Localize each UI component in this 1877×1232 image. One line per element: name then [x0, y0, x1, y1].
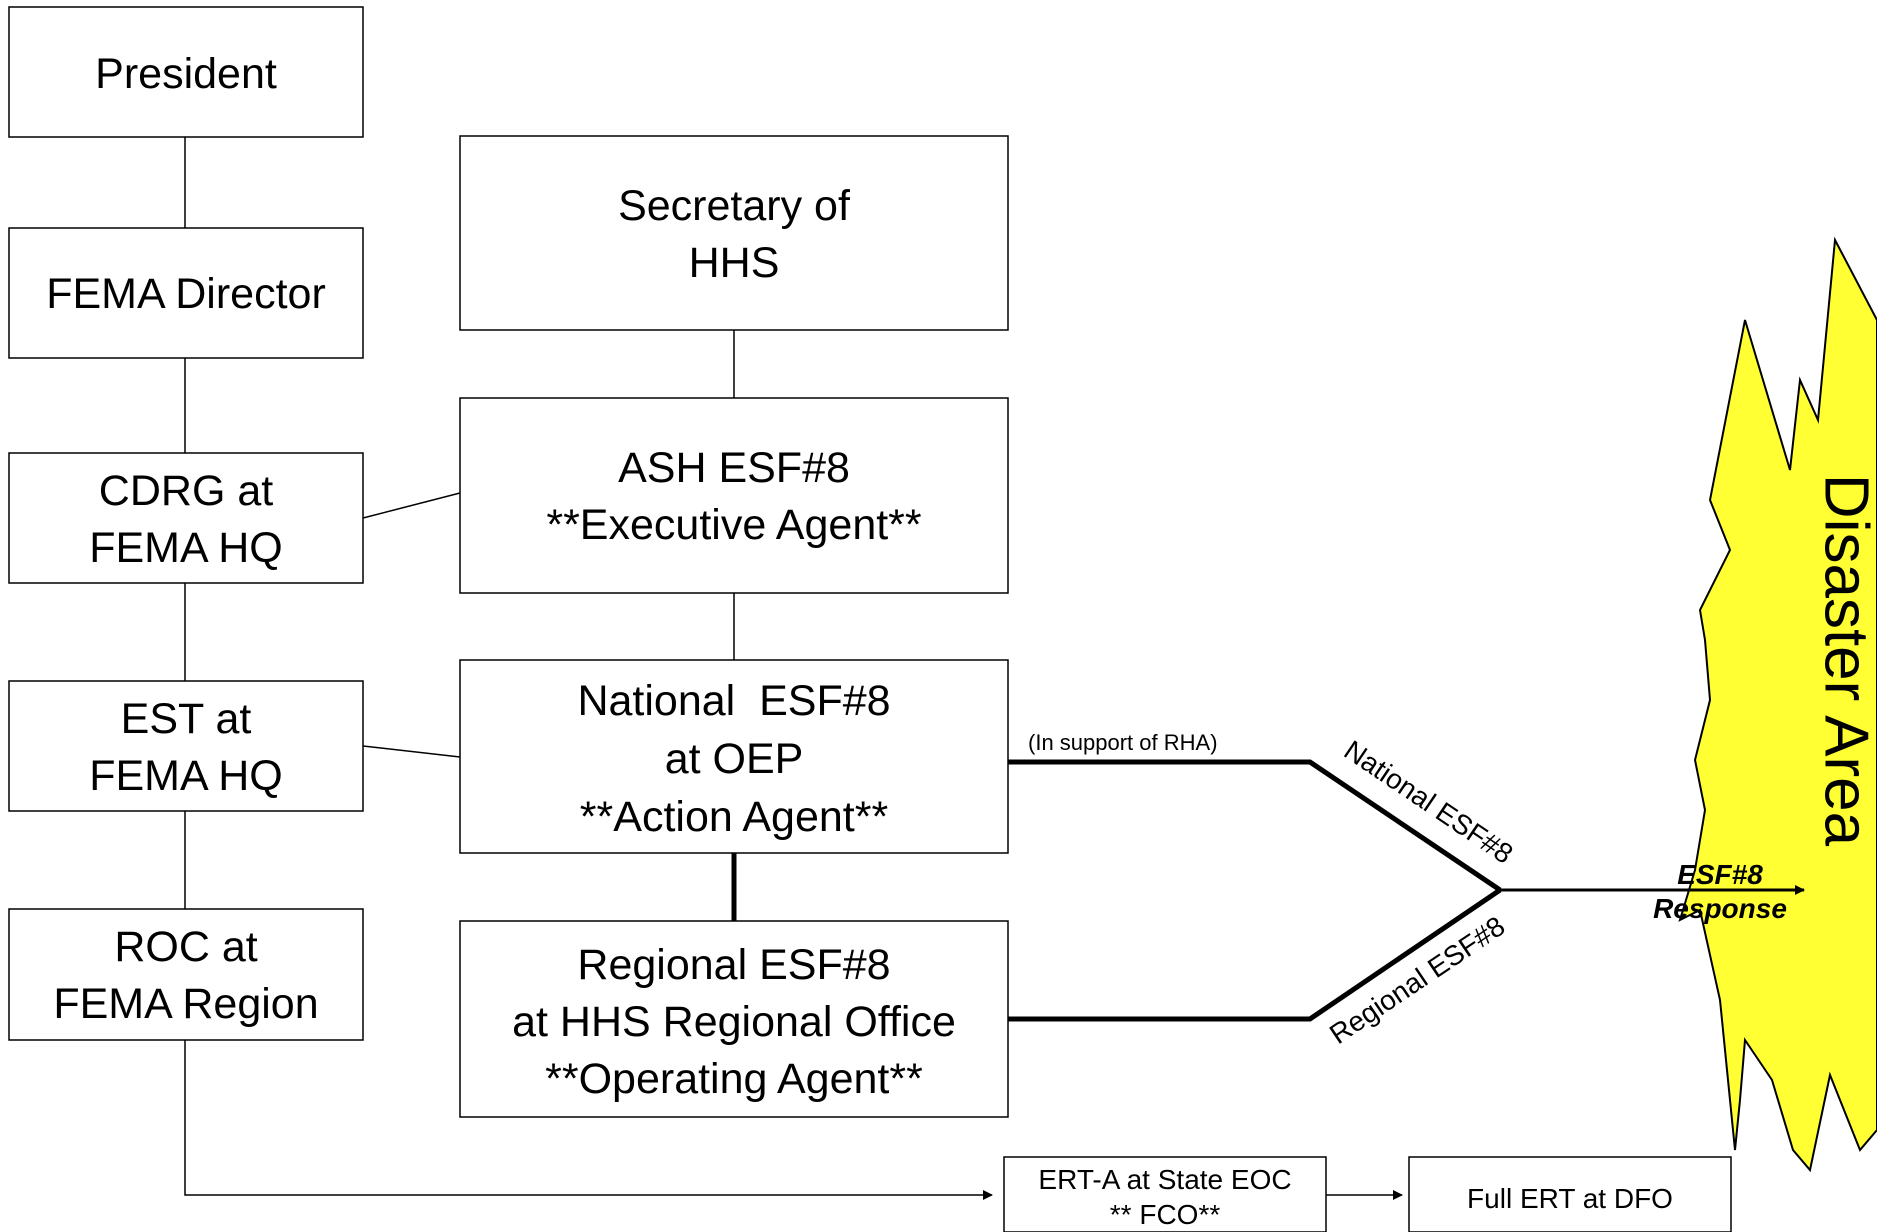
response-label-line-2: Response: [1653, 893, 1787, 924]
cross-connectors: [362, 492, 461, 758]
secretary-line-1: Secretary of: [618, 182, 851, 230]
box-regional-esf8: Regional ESF#8 at HHS Regional Office **…: [459, 920, 1009, 1118]
full-ert-label: Full ERT at DFO: [1467, 1183, 1673, 1214]
box-full-ert: Full ERT at DFO: [1408, 1156, 1732, 1232]
box-national-esf8: National ESF#8 at OEP **Action Agent**: [459, 659, 1009, 854]
president-label: President: [95, 50, 277, 98]
regional-line-1: Regional ESF#8: [577, 941, 890, 989]
regional-esf8-line-label: Regional ESF#8: [1324, 910, 1510, 1050]
est-line-2: FEMA HQ: [89, 752, 283, 800]
box-ert-a: ERT-A at State EOC ** FCO**: [1003, 1156, 1327, 1232]
box-est: EST at FEMA HQ: [8, 680, 364, 812]
box-fema-director: FEMA Director: [8, 227, 364, 359]
fema-director-label: FEMA Director: [46, 270, 326, 318]
regional-line-3: **Operating Agent**: [545, 1055, 923, 1103]
disaster-area-burst: [1678, 236, 1877, 1173]
box-roc: ROC at FEMA Region: [8, 908, 364, 1041]
ert-arrows: [184, 1040, 1403, 1200]
box-president: President: [8, 6, 364, 138]
cdrg-line-1: CDRG at: [99, 467, 273, 515]
national-line-1: National ESF#8: [577, 677, 890, 725]
ert-a-line-2: ** FCO**: [1110, 1199, 1221, 1230]
cdrg-line-2: FEMA HQ: [89, 524, 283, 572]
ash-line-2: **Executive Agent**: [546, 501, 922, 549]
ert-a-line-1: ERT-A at State EOC: [1038, 1164, 1291, 1195]
response-label-line-1: ESF#8: [1677, 859, 1763, 890]
esf8-lines: [1008, 759, 1502, 1022]
box-cdrg: CDRG at FEMA HQ: [8, 452, 364, 584]
box-ash-esf8: ASH ESF#8 **Executive Agent**: [459, 397, 1009, 594]
roc-line-2: FEMA Region: [53, 980, 318, 1028]
disaster-area-label: Disaster Area: [1812, 474, 1877, 847]
secretary-line-2: HHS: [689, 239, 780, 287]
regional-line-2: at HHS Regional Office: [512, 998, 956, 1046]
national-line-2: at OEP: [665, 735, 804, 783]
in-support-label: (In support of RHA): [1028, 730, 1218, 755]
national-line-3: **Action Agent**: [580, 793, 889, 841]
roc-line-1: ROC at: [114, 923, 257, 971]
est-line-1: EST at: [121, 695, 252, 743]
ash-line-1: ASH ESF#8: [618, 444, 850, 492]
box-secretary-hhs: Secretary of HHS: [459, 135, 1009, 331]
